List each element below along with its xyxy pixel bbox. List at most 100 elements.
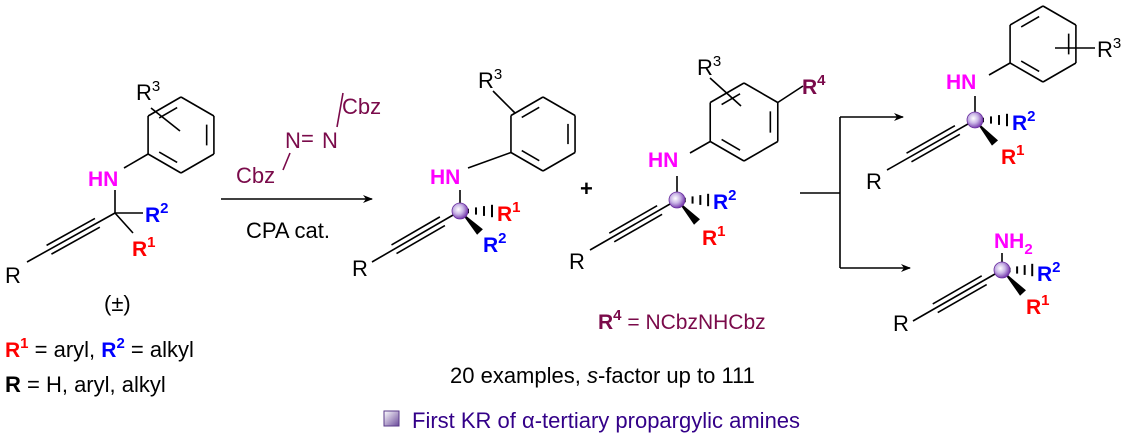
scope-line-2: R = H, aryl, alkyl [5,372,166,397]
summary-text: 20 examples, s-factor up to 111 [450,363,755,388]
stereocenter-ball-icon [668,191,686,209]
r-label: R [893,311,909,336]
alkyne-bond [937,283,988,314]
double-bond-sign: = [301,126,314,151]
ring-bond [1009,62,1044,83]
r4-definition: R4 = NCbzNHCbz [598,307,766,334]
bullet-square-icon [383,410,400,427]
cbz-bottom: Cbz [236,163,275,188]
amine-label: HN [88,168,118,191]
alkyne-bond [589,199,678,251]
highlight-text: First KR of α-tertiary propargylic amine… [412,408,800,433]
product-3: R3 HN R2 R1 R [866,35,1121,194]
ring-bond [147,96,182,117]
r3-substituent-bond [492,90,516,114]
ring-bond [180,96,215,117]
alkyne-bond [26,212,116,263]
reagent: Cbz N = N Cbz CPA cat. [236,94,381,243]
product-1: R3 HN R1 R2 R [352,66,521,281]
amine-label: NH2 [994,230,1033,258]
wedge-bond [975,120,999,146]
ring-bond [743,140,779,162]
ring-double-bond [721,138,741,151]
catalyst-label: CPA cat. [246,218,330,243]
r2-label: R2 [483,230,507,257]
r3-substituent-bond [150,107,181,132]
ring-bond [180,153,215,174]
alkyne-bond [886,119,976,171]
r1-label: R1 [497,199,521,226]
ring-bond [542,96,576,117]
alkyne-bond [906,124,956,154]
stereocenter-ball-icon [993,261,1011,279]
r3-label: R3 [136,78,160,105]
alkyne-bond [396,224,446,255]
ring-double-bond [521,106,540,119]
c-r1-bond [114,212,134,234]
bonds-layer [26,5,1095,322]
c-r4-bond [777,85,804,104]
r1-label: R1 [1001,142,1025,169]
stereocenters-layer [451,111,1011,279]
racemic-label: (±) [104,291,131,316]
plus-sign: + [580,176,593,201]
scope-line-1: R1 = aryl, R2 = alkyl [5,335,194,362]
r4-label: R4 [802,72,826,99]
r-label: R [569,249,585,274]
alkyne-bond [608,204,658,234]
alkyne-bond [912,269,1003,322]
ring-double-bond [1020,15,1040,28]
r2-label: R2 [1037,259,1061,286]
ring-double-bond [1020,60,1040,73]
wedge-bond [1002,270,1026,296]
ring-double-bond [721,93,741,106]
product-4: NH2 R2 R1 R [893,230,1061,336]
ring-bond [510,151,544,172]
r3-substituent-bond [709,77,742,107]
ring-double-bond [158,151,178,164]
stereocenter-ball-icon [966,111,984,129]
r1-label: R1 [132,234,156,261]
r2-label: R2 [1012,108,1036,135]
ring-bond [1009,5,1044,26]
r3-label: R3 [1097,35,1121,62]
ring-bond [542,151,576,172]
r-label: R [5,263,21,288]
n-aryl-bond [123,153,149,169]
r2-label: R2 [145,200,169,227]
alkyne-bond [391,216,441,246]
alkyne-bond [911,133,961,163]
n-aryl-bond [988,62,1011,76]
wedge-bond [677,200,700,225]
ring-bond [1042,5,1077,26]
ring-bond [743,82,779,104]
r3-label: R3 [697,53,721,80]
reagent-bond [336,92,344,128]
amine-label: HN [430,166,460,189]
r1-label: R1 [702,223,726,250]
n-aryl-bond [467,151,512,169]
amine-label: HN [648,149,678,172]
n-aryl-bond [689,140,711,154]
nitrogen-2: N [322,128,338,153]
amine-label: HN [946,71,976,94]
r3-label: R3 [478,66,502,93]
product-2: R3 R4 HN R2 R1 R R4 = NCbzNHCbz [569,53,826,334]
alkyne-bond [46,217,96,247]
r-label: R [866,169,882,194]
r2-label: R2 [713,187,737,214]
ring-double-bond [521,149,540,162]
cbz-top: Cbz [342,94,381,119]
ring-bond [1042,62,1077,83]
alkyne-bond [51,226,101,255]
reagent-bond [282,152,291,171]
r1-label: R1 [1026,292,1050,319]
r-label: R [352,256,368,281]
alkyne-bond [613,213,663,243]
starting-material: R3 HN R2 R1 R (±) [5,78,169,316]
nitrogen-1: N [285,128,301,153]
ring-bond [709,140,745,162]
ring-bond [510,96,544,117]
ring-bond [147,153,182,174]
